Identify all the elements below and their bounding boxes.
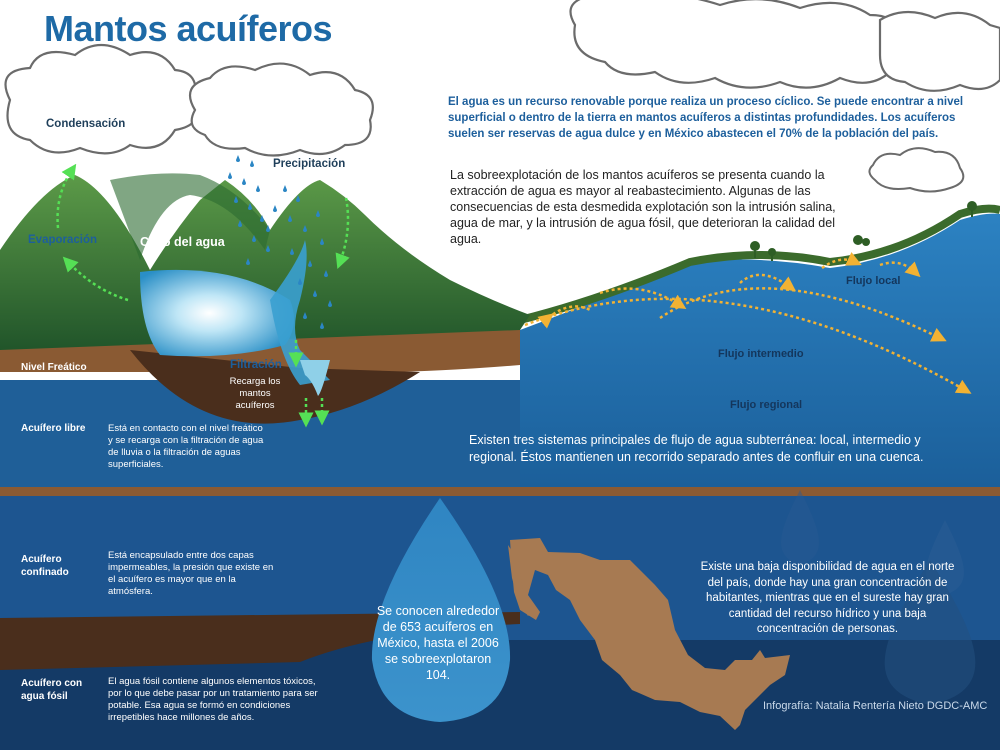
mexico-distribution-text: Existe una baja disponibilidad de agua e… <box>700 561 955 635</box>
filtration-label: Filtración <box>230 359 282 371</box>
aquifer-count-text: Se conocen alrededor de 653 acuíferos en… <box>376 604 500 682</box>
aquifer-confined-name: Acuífero confinado <box>21 554 69 578</box>
aquifer-free-name: Acuífero libre <box>21 423 86 434</box>
mexico-map <box>510 538 790 730</box>
river <box>270 240 330 385</box>
intermediate-flow-label: Flujo intermedio <box>718 348 804 360</box>
cloud-left <box>4 43 199 155</box>
trees <box>750 201 977 261</box>
evaporation-arrows <box>56 163 350 428</box>
flow-summary: Existen tres sistemas principales de flu… <box>469 433 924 464</box>
overexploitation-paragraph: La sobreexplotación de los mantos acuífe… <box>450 168 836 246</box>
evaporation-label: Evaporación <box>28 234 98 246</box>
recharge-label: Recarga los mantos acuíferos <box>229 376 281 411</box>
aquifer-fossil-text: El agua fósil contiene algunos elementos… <box>108 676 318 723</box>
aquifer-confined-text: Está encapsulado entre dos capas imperme… <box>108 550 274 597</box>
intro-paragraph: El agua es un recurso renovable porque r… <box>448 96 964 140</box>
filtration-drop <box>300 360 330 396</box>
mountains <box>0 175 530 350</box>
recharge-zone <box>130 350 420 424</box>
regional-flow-label: Flujo regional <box>730 399 803 411</box>
lake <box>140 269 294 357</box>
cloud-top-right <box>569 0 1000 92</box>
water-cycle-label: Ciclo del agua <box>140 235 225 249</box>
cloud-center <box>188 62 374 157</box>
ground-surface <box>519 204 1000 324</box>
rain <box>228 155 332 329</box>
condensation-label: Condensación <box>46 118 126 130</box>
aquifer-free-text: Está en contacto con el nivel freático y… <box>108 423 264 470</box>
impermeable-layer-top <box>0 487 1000 496</box>
flow-arrows <box>524 252 972 394</box>
local-flow-label: Flujo local <box>846 275 901 287</box>
aquifer-fossil-name: Acuífero con agua fósil <box>21 678 83 702</box>
big-water-drop <box>371 498 511 722</box>
cloud-small <box>868 147 965 193</box>
water-table-label: Nivel Freático <box>21 362 87 373</box>
groundwater-body <box>520 213 1000 487</box>
precipitation-label: Precipitación <box>273 158 346 170</box>
page-title: Mantos acuíferos <box>44 8 333 49</box>
credit-text: Infografía: Natalia Rentería Nieto DGDC-… <box>763 700 988 712</box>
